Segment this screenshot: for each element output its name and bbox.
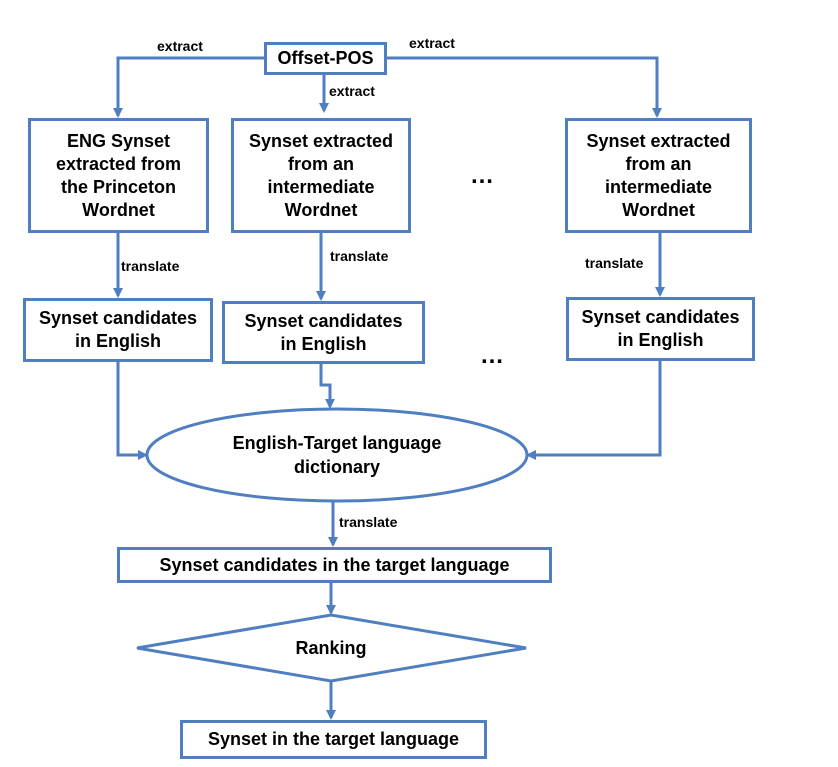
label-extract-right: extract — [409, 35, 455, 51]
label-translate-dict: translate — [339, 514, 398, 530]
edge-cand3-to-dict — [526, 360, 662, 460]
edge-cand2-to-dict — [319, 363, 335, 409]
candidates-box-3: Synset candidates in English — [566, 297, 755, 361]
label-translate-2: translate — [330, 248, 389, 264]
eng-synset-text: ENG Synset extracted from the Princeton … — [55, 130, 182, 220]
final-synset-box: Synset in the target language — [180, 720, 487, 759]
candidates-box-2: Synset candidates in English — [222, 301, 425, 364]
candidates-text-1: Synset candidates in English — [38, 308, 198, 351]
dictionary-text: English-Target language dictionary — [232, 433, 442, 477]
final-synset-text: Synset in the target language — [207, 729, 460, 749]
label-translate-1: translate — [121, 258, 180, 274]
target-candidates-box: Synset candidates in the target language — [117, 547, 552, 583]
offset-pos-text: Offset-POS — [277, 48, 374, 68]
intermediate-box-1: Synset extracted from an intermediate Wo… — [231, 118, 411, 233]
label-extract-left: extract — [157, 38, 203, 54]
offset-pos-box: Offset-POS — [264, 42, 387, 75]
intermediate-text-2: Synset extracted from an intermediate Wo… — [586, 130, 731, 220]
ranking-diamond — [136, 613, 527, 683]
intermediate-box-2: Synset extracted from an intermediate Wo… — [565, 118, 752, 233]
target-candidates-text: Synset candidates in the target language — [159, 554, 510, 575]
label-translate-3: translate — [585, 255, 644, 271]
eng-synset-box: ENG Synset extracted from the Princeton … — [28, 118, 209, 233]
ellipsis-bottom: … — [480, 342, 505, 369]
dictionary-ellipse — [145, 407, 529, 503]
candidates-text-2: Synset candidates in English — [244, 310, 403, 354]
edge-offset-to-right — [387, 56, 662, 118]
edge-cand1-to-dict — [116, 361, 148, 460]
ranking-text: Ranking — [295, 638, 367, 658]
candidates-text-3: Synset candidates in English — [581, 307, 740, 350]
candidates-box-1: Synset candidates in English — [23, 298, 213, 362]
label-extract-middle: extract — [329, 83, 375, 99]
ellipsis-top: … — [470, 162, 495, 189]
intermediate-text-1: Synset extracted from an intermediate Wo… — [248, 130, 394, 220]
edge-offset-to-eng — [113, 56, 264, 118]
